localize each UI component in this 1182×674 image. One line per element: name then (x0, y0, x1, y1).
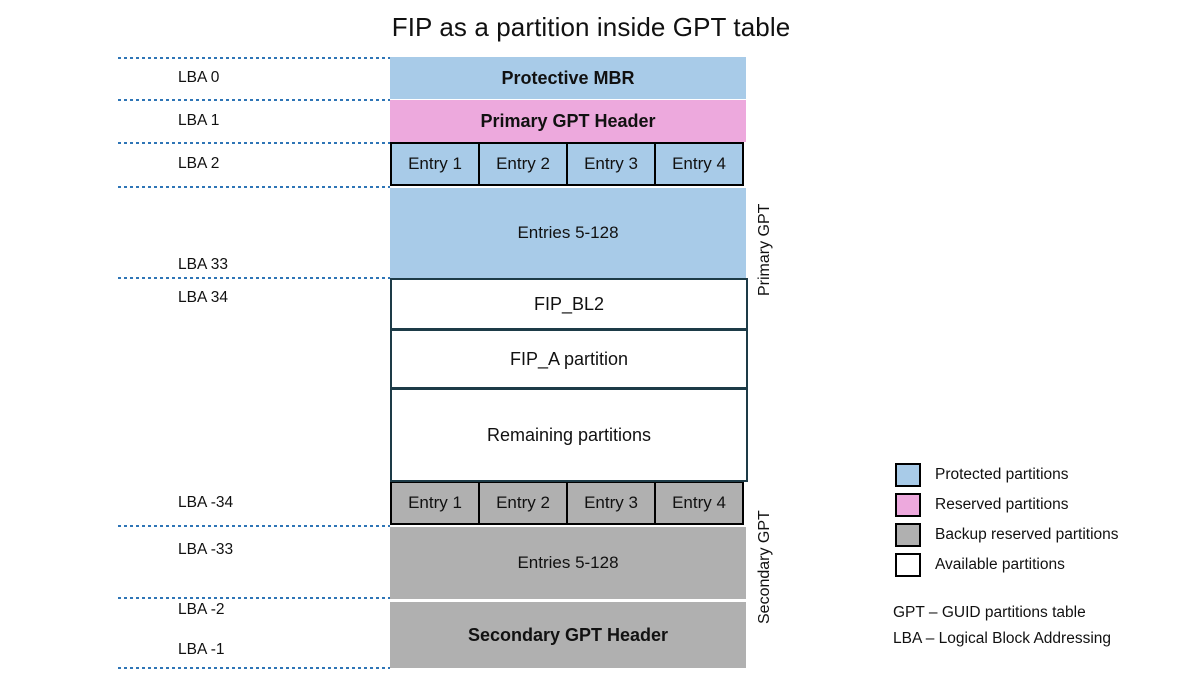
entry-cell: Entry 3 (568, 144, 656, 184)
leader-line (118, 597, 390, 599)
legend-reserved-partitions: Reserved partitions (895, 490, 1165, 520)
lba-label: LBA 2 (178, 155, 220, 172)
secondary-gpt-side-label: Secondary GPT (756, 510, 773, 625)
legend-note: GPT – GUID partitions table (893, 604, 1086, 621)
secondary-gpt-header: Secondary GPT Header (390, 602, 746, 668)
lba-label: LBA -2 (178, 601, 225, 618)
entry-cell: Entry 2 (480, 144, 568, 184)
lba-label: LBA -33 (178, 541, 234, 558)
leader-line (118, 277, 390, 279)
leader-line (118, 99, 390, 101)
leader-line (118, 57, 390, 59)
legend-label: Protected partitions (935, 466, 1069, 483)
protective-mbr: Protective MBR (390, 57, 746, 99)
secondary-entries-5-128: Entries 5-128 (390, 527, 746, 599)
primary-entries-5-128: Entries 5-128 (390, 188, 746, 278)
leader-line (118, 525, 390, 527)
legend-swatch-icon (895, 493, 921, 517)
legend-label: Backup reserved partitions (935, 526, 1119, 543)
primary-gpt-side-label: Primary GPT (756, 203, 773, 297)
remaining-partitions: Remaining partitions (390, 388, 748, 482)
legend-protected-partitions: Protected partitions (895, 460, 1165, 490)
leader-line (118, 186, 390, 188)
entry-cell: Entry 2 (480, 483, 568, 523)
legend-label: Available partitions (935, 556, 1065, 573)
legend-backup-reserved-partitions: Backup reserved partitions (895, 520, 1165, 550)
legend-swatch-icon (895, 463, 921, 487)
entry-cell: Entry 3 (568, 483, 656, 523)
page-title: FIP as a partition inside GPT table (391, 12, 791, 42)
legend-swatch-icon (895, 523, 921, 547)
entry-cell: Entry 4 (656, 483, 742, 523)
lba-label: LBA 1 (178, 112, 220, 129)
lba-label: LBA -34 (178, 494, 234, 511)
legend-label: Reserved partitions (935, 496, 1069, 513)
entry-cell: Entry 1 (392, 144, 480, 184)
entry-cell: Entry 1 (392, 483, 480, 523)
primary-gpt-header: Primary GPT Header (390, 100, 746, 142)
leader-line (118, 667, 390, 669)
lba-label: LBA -1 (178, 641, 225, 658)
legend-swatch-icon (895, 553, 921, 577)
lba-label: LBA 34 (178, 289, 228, 306)
lba-label: LBA 0 (178, 69, 220, 86)
fip-a-partition: FIP_A partition (390, 329, 748, 389)
legend-note: LBA – Logical Block Addressing (893, 630, 1111, 647)
fip-bl2-partition: FIP_BL2 (390, 278, 748, 330)
leader-line (118, 142, 390, 144)
entry-cell: Entry 4 (656, 144, 742, 184)
lba-label: LBA 33 (178, 256, 228, 273)
legend-available-partitions: Available partitions (895, 550, 1165, 580)
